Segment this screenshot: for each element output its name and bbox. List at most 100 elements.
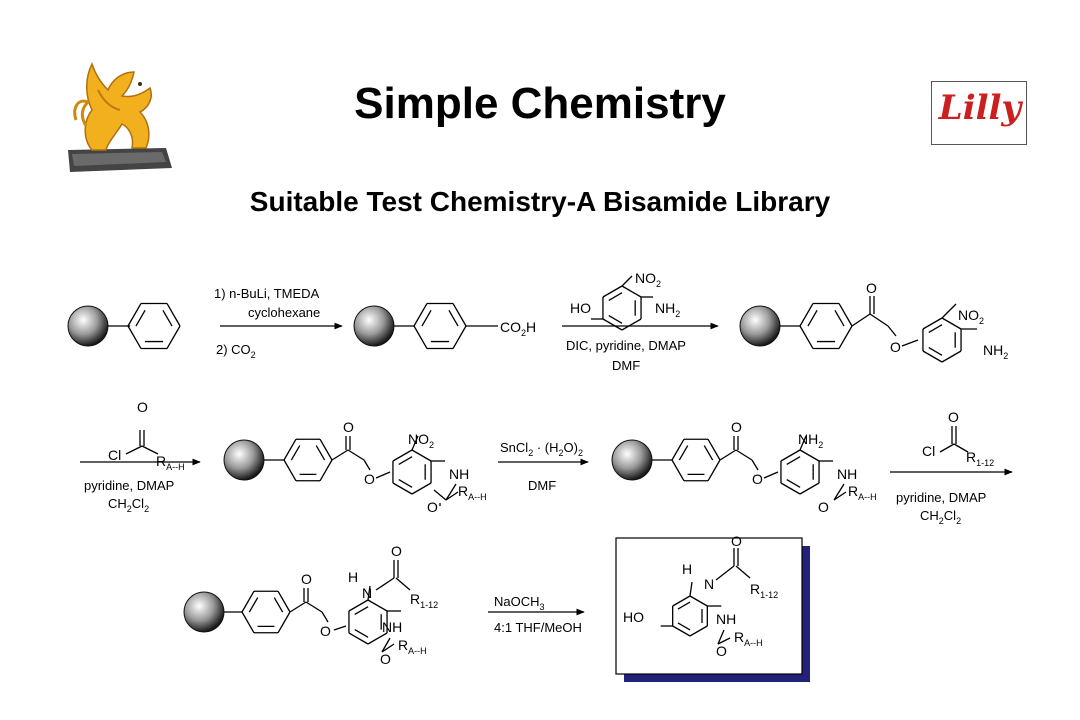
bond-line bbox=[677, 601, 691, 610]
scheme-label: O bbox=[731, 533, 742, 549]
scheme-label: cyclohexane bbox=[248, 305, 320, 320]
bond-line bbox=[717, 637, 731, 645]
lilly-logo: Lilly bbox=[931, 81, 1027, 145]
scheme-label: NO2 bbox=[958, 307, 984, 326]
bond-line bbox=[834, 310, 845, 327]
bond-line bbox=[671, 459, 685, 482]
bond-line bbox=[602, 285, 623, 298]
bond-line bbox=[941, 317, 962, 330]
scheme-label: DMF bbox=[612, 358, 640, 373]
scheme-label: O bbox=[818, 499, 829, 515]
scheme-label: O bbox=[731, 419, 742, 435]
bond-line bbox=[621, 275, 633, 287]
scheme-label: NH2 bbox=[983, 342, 1008, 361]
bond-line bbox=[735, 565, 751, 579]
bond-line bbox=[869, 313, 889, 327]
scheme-label: CH2Cl2 bbox=[920, 508, 961, 526]
bond-line bbox=[452, 303, 467, 327]
scheme-label: DMF bbox=[528, 478, 556, 493]
bond-line bbox=[833, 491, 847, 501]
bond-line bbox=[780, 482, 801, 495]
scheme-label: R1-12 bbox=[410, 591, 438, 610]
scheme-label: O bbox=[890, 339, 901, 355]
bond-line bbox=[277, 611, 291, 634]
bond-line bbox=[283, 459, 297, 482]
bond-line bbox=[922, 317, 943, 330]
bond-line bbox=[707, 459, 721, 482]
bond-line bbox=[305, 601, 323, 613]
bond-line bbox=[381, 637, 391, 653]
bond-line bbox=[277, 590, 291, 613]
bond-line bbox=[333, 625, 347, 631]
scheme-label: DIC, pyridine, DMAP bbox=[566, 338, 686, 353]
bond-line bbox=[398, 479, 413, 488]
scheme-label: HO bbox=[623, 609, 644, 625]
bond-line bbox=[162, 310, 173, 327]
molecule-bonds bbox=[108, 275, 978, 653]
bond-line bbox=[347, 449, 365, 461]
bond-line bbox=[799, 482, 820, 495]
scheme-label: NH bbox=[837, 466, 857, 482]
resin-bead bbox=[739, 305, 781, 347]
scheme-label: NO2 bbox=[635, 270, 661, 289]
bond-line bbox=[354, 606, 369, 615]
bond-line bbox=[715, 565, 735, 581]
bond-line bbox=[887, 325, 897, 337]
scheme-label: NH2 bbox=[798, 431, 823, 450]
scheme-label: H bbox=[348, 569, 358, 585]
scheme-label: HO bbox=[570, 300, 591, 316]
bond-line bbox=[608, 292, 623, 301]
scheme-label: R1-12 bbox=[750, 581, 778, 600]
scheme-label: Cl bbox=[108, 447, 121, 463]
bond-line bbox=[602, 318, 623, 331]
bond-line bbox=[248, 597, 259, 613]
bond-line bbox=[799, 325, 814, 349]
scheme-label: O bbox=[380, 651, 391, 667]
bond-line bbox=[367, 599, 388, 612]
bond-line bbox=[719, 449, 737, 461]
bond-line bbox=[799, 303, 814, 327]
bond-line bbox=[319, 438, 333, 461]
bond-line bbox=[421, 310, 432, 327]
bond-line bbox=[838, 325, 853, 349]
resin-bead bbox=[183, 591, 225, 633]
bond-line bbox=[786, 479, 801, 488]
bond-line bbox=[621, 285, 642, 298]
bond-line bbox=[939, 443, 955, 453]
scheme-label: NH bbox=[716, 611, 736, 627]
bond-line bbox=[135, 310, 146, 327]
bond-line bbox=[241, 611, 255, 634]
bond-line bbox=[398, 456, 413, 465]
resin-bead bbox=[223, 439, 265, 481]
bond-line bbox=[315, 445, 326, 461]
bond-line bbox=[838, 303, 853, 327]
scheme-label: RA--H bbox=[458, 483, 487, 502]
bond-line bbox=[703, 445, 714, 461]
scheme-label: RA--H bbox=[734, 629, 763, 648]
scheme-label: RA--H bbox=[398, 637, 427, 656]
bond-line bbox=[901, 339, 919, 347]
resin-bead bbox=[353, 305, 395, 347]
bond-line bbox=[348, 599, 369, 612]
bond-line bbox=[689, 625, 708, 637]
resin-bead bbox=[611, 439, 653, 481]
scheme-label: R1-12 bbox=[966, 449, 994, 468]
bond-line bbox=[331, 449, 349, 461]
scheme-label: O bbox=[716, 643, 727, 659]
scheme-label: CO2H bbox=[500, 319, 536, 338]
bond-line bbox=[413, 325, 428, 349]
bond-line bbox=[166, 325, 181, 349]
scheme-label: CH2Cl2 bbox=[108, 496, 149, 514]
bond-line bbox=[922, 350, 943, 363]
bond-line bbox=[141, 445, 159, 455]
bond-line bbox=[799, 449, 820, 462]
reaction-arrows bbox=[80, 322, 1013, 616]
bond-line bbox=[445, 491, 459, 501]
bond-line bbox=[786, 456, 801, 465]
bond-line bbox=[851, 313, 871, 327]
bond-line bbox=[321, 611, 329, 623]
scheme-label: NO2 bbox=[408, 431, 434, 450]
bond-line bbox=[241, 590, 255, 613]
scheme-label: pyridine, DMAP bbox=[84, 478, 174, 493]
